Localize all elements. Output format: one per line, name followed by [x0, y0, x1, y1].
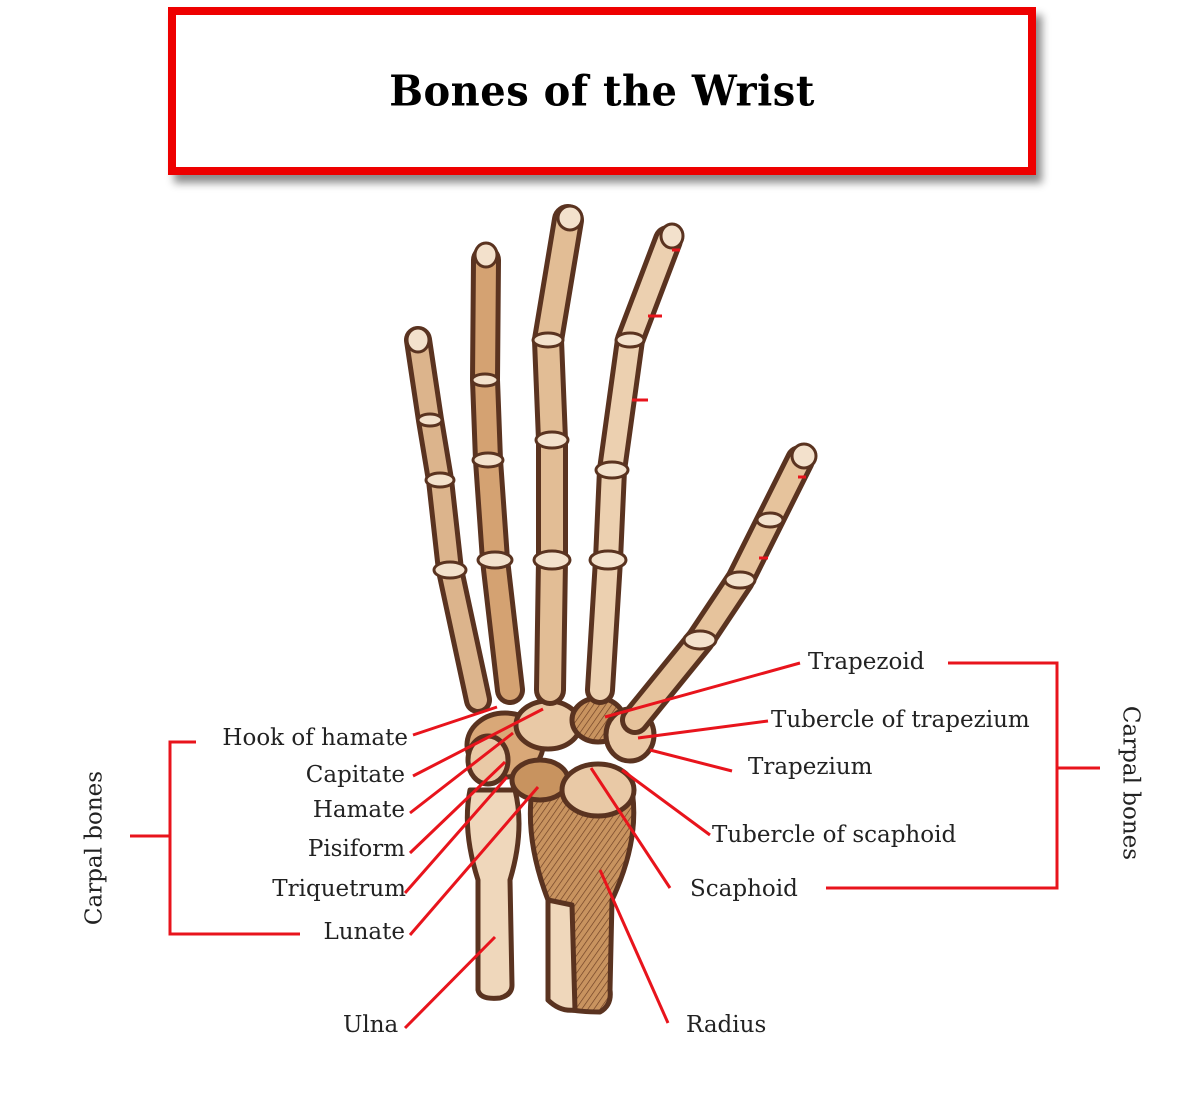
- label-scaphoid: Scaphoid: [690, 876, 798, 902]
- label-tubercle-of-trapezium: Tubercle of trapezium: [771, 707, 1030, 733]
- label-trapezium: Trapezium: [748, 754, 873, 780]
- label-radius: Radius: [686, 1012, 767, 1038]
- label-tubercle-of-scaphoid: Tubercle of scaphoid: [712, 822, 957, 848]
- right-bracket-label: Carpal bones: [1117, 705, 1144, 861]
- label-capitate: Capitate: [305, 762, 405, 788]
- label-hook-of-hamate: Hook of hamate: [222, 725, 408, 751]
- label-triquetrum: Triquetrum: [272, 876, 406, 902]
- label-lunate: Lunate: [323, 919, 405, 945]
- label-trapezoid: Trapezoid: [808, 649, 925, 675]
- label-pisiform: Pisiform: [307, 836, 405, 862]
- label-ulna: Ulna: [343, 1012, 399, 1038]
- label-hamate: Hamate: [312, 797, 405, 823]
- leader-lines: [130, 248, 1100, 1030]
- title-banner: Bones of the Wrist: [168, 7, 1036, 175]
- left-bracket-label: Carpal bones: [81, 770, 108, 926]
- ulna-bone: [464, 787, 522, 1001]
- diagram-title: Bones of the Wrist: [389, 66, 815, 116]
